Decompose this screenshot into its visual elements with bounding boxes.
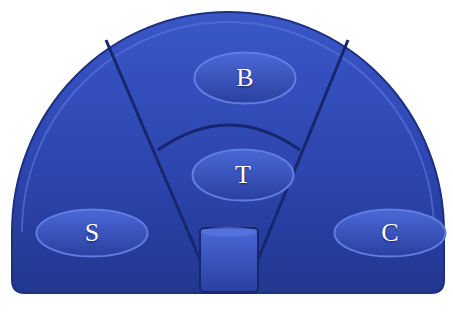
node-letter: S <box>85 220 99 246</box>
ellipse-node: T <box>191 148 295 202</box>
ellipse-node: B <box>193 51 297 105</box>
node-letter: C <box>381 220 398 246</box>
node-letter: T <box>235 162 251 188</box>
ellipse-node: S <box>35 208 149 258</box>
node-letter: B <box>236 65 253 91</box>
ellipse-node: C <box>333 208 447 258</box>
